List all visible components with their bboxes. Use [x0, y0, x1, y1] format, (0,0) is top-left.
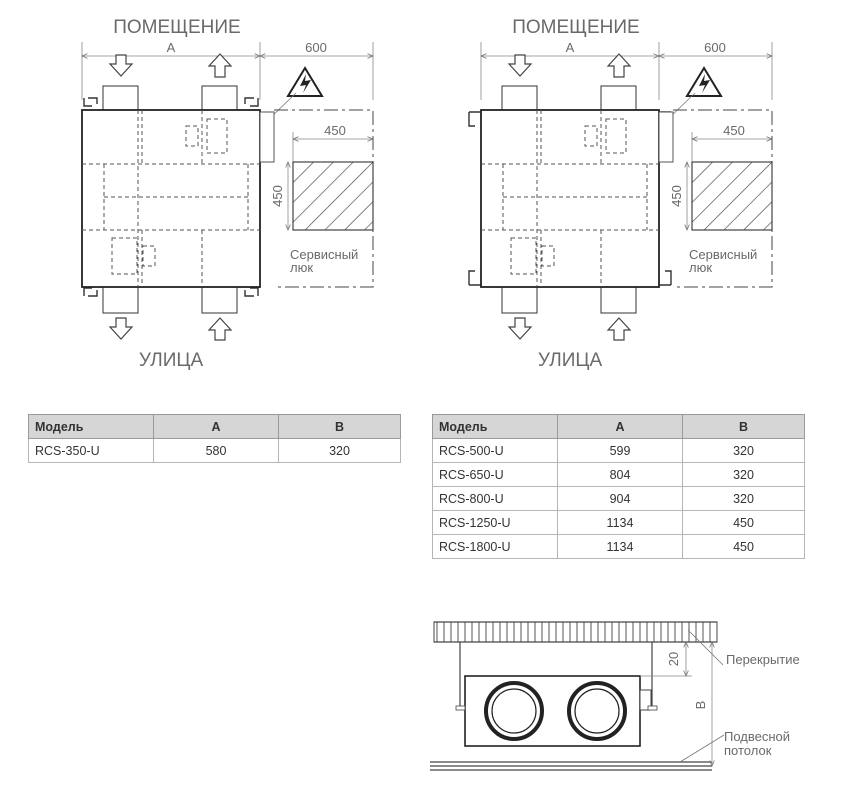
street-label: УЛИЦА — [538, 350, 603, 371]
cell-model: RCS-350-U — [28, 438, 154, 463]
spec-table-left: Модель А В RCS-350-U 580 320 — [28, 414, 401, 463]
top-view-right: ПОМЕЩЕНИЕ УЛИЦА А 600 — [468, 17, 772, 371]
col-model: Модель — [28, 414, 154, 439]
cell-b: 320 — [682, 438, 805, 463]
cell-b: 320 — [278, 438, 401, 463]
room-label: ПОМЕЩЕНИЕ — [512, 17, 639, 38]
col-model: Модель — [432, 414, 558, 439]
top-view-left: ПОМЕЩЕНИЕ УЛИЦА А 600 — [81, 17, 373, 371]
cell-a: 1134 — [557, 510, 683, 535]
col-a: А — [153, 414, 279, 439]
dim-450-horizontal: 450 — [324, 123, 346, 138]
spec-table-right: Модель А В RCS-500-U 599 320 RCS-650-U 8… — [432, 414, 805, 559]
suspended-ceiling-label-1: Подвесной — [724, 729, 790, 744]
dim-a-label: А — [566, 40, 575, 55]
room-label: ПОМЕЩЕНИЕ — [113, 17, 240, 38]
table-row: RCS-350-U 580 320 — [28, 438, 401, 463]
cell-b: 320 — [682, 486, 805, 511]
suspended-ceiling-label-2: потолок — [724, 743, 772, 758]
duct-outlet-right — [567, 681, 627, 741]
cell-b: 450 — [682, 510, 805, 535]
dim-b-label: B — [693, 701, 708, 710]
table-row: RCS-1250-U 1134 450 — [432, 510, 805, 535]
table-row: RCS-650-U 804 320 — [432, 462, 805, 487]
ceiling-label: Перекрытие — [726, 652, 800, 667]
table-row: RCS-1800-U 1134 450 — [432, 534, 805, 559]
service-hatch-label-1: Сервисный — [689, 247, 757, 262]
cell-b: 320 — [682, 462, 805, 487]
table-header-row: Модель А В — [432, 414, 805, 439]
cell-a: 804 — [557, 462, 683, 487]
col-b: В — [682, 414, 805, 439]
warning-icon — [666, 66, 723, 121]
dim-450-vertical: 450 — [669, 185, 684, 207]
dim-600-label: 600 — [305, 40, 327, 55]
dim-20-label: 20 — [666, 652, 681, 666]
side-view: 20 B Перекрытие Подвесной потолок — [430, 621, 800, 771]
service-hatch-label-1: Сервисный — [290, 247, 358, 262]
dim-600-label: 600 — [704, 40, 726, 55]
col-a: А — [557, 414, 683, 439]
col-b: В — [278, 414, 401, 439]
warning-icon — [267, 66, 324, 121]
cell-model: RCS-1800-U — [432, 534, 558, 559]
table-header-row: Модель А В — [28, 414, 401, 439]
cell-b: 450 — [682, 534, 805, 559]
cell-model: RCS-1250-U — [432, 510, 558, 535]
table-row: RCS-800-U 904 320 — [432, 486, 805, 511]
cell-model: RCS-650-U — [432, 462, 558, 487]
cell-a: 1134 — [557, 534, 683, 559]
service-hatch-label-2: люк — [689, 260, 712, 275]
cell-model: RCS-500-U — [432, 438, 558, 463]
dim-450-vertical: 450 — [270, 185, 285, 207]
cell-a: 580 — [153, 438, 279, 463]
cell-model: RCS-800-U — [432, 486, 558, 511]
service-hatch-label-2: люк — [290, 260, 313, 275]
table-row: RCS-500-U 599 320 — [432, 438, 805, 463]
street-label: УЛИЦА — [139, 350, 204, 371]
duct-outlet-left — [484, 681, 544, 741]
cell-a: 599 — [557, 438, 683, 463]
dim-450-horizontal: 450 — [723, 123, 745, 138]
cell-a: 904 — [557, 486, 683, 511]
dim-a-label: А — [167, 40, 176, 55]
